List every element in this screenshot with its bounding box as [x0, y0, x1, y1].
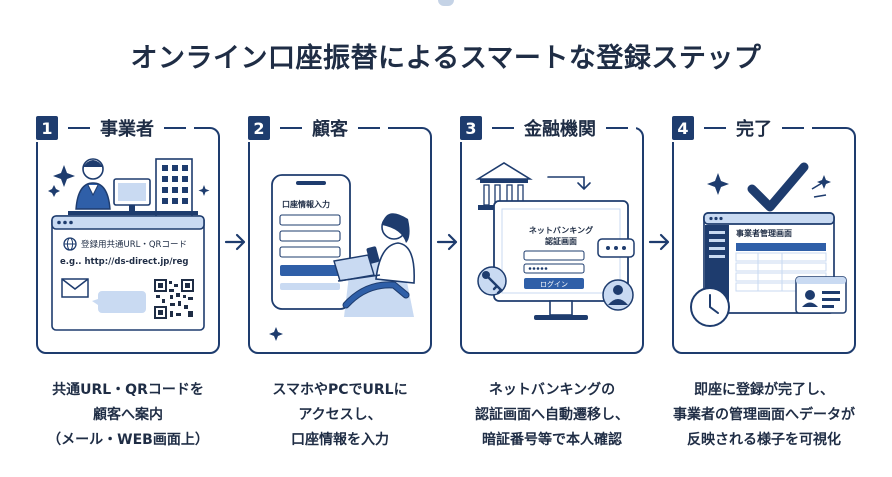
step-title: 事業者: [100, 119, 154, 140]
step-2-illustration: 口座情報入力: [269, 174, 415, 341]
mail-envelope-icon: [61, 278, 89, 298]
step-number-badge: 2: [248, 116, 270, 140]
top-decoration: [438, 0, 454, 6]
step-card-3: ネットバンキング 認証画面 ログイン: [460, 127, 644, 354]
redirect-arrow-icon: [547, 176, 591, 191]
password-dots-icon: [597, 238, 635, 258]
step-header-2: 2 顧客: [246, 114, 388, 142]
step-title: 顧客: [312, 119, 348, 140]
monitor-icon: [113, 178, 151, 211]
key-icon: [477, 266, 507, 296]
step-card-4: 事業者管理画面: [672, 127, 856, 354]
screen-label: 口座情報入力: [282, 199, 330, 209]
office-building-icon: [155, 158, 193, 218]
arrow-right-icon: [224, 233, 246, 251]
step-title: 金融機関: [524, 119, 596, 140]
step-description-2: スマホやPCでURLに アクセスし、 口座情報を入力: [272, 382, 408, 448]
qr-code-icon: [154, 279, 194, 319]
step-description-1: 共通URL・QRコードを 顧客へ案内 （メール・WEB画面上）: [47, 382, 209, 448]
login-button: [524, 278, 584, 289]
step-header-3: 3 金融機関: [458, 114, 636, 142]
sparkle-icon: [53, 165, 75, 187]
business-person-icon: [75, 158, 111, 210]
checkmark-icon: [747, 162, 809, 212]
arrow-right-icon: [436, 233, 458, 251]
page-title: オンライン口座振替によるスマートな登録ステップ: [130, 43, 762, 74]
step-number-badge: 1: [36, 116, 58, 140]
step-description-3: ネットバンキングの 認証画面へ自動遷移し、 暗証番号等で本人確認: [475, 382, 629, 448]
arrow-right-icon: [648, 233, 670, 251]
step-4-illustration: 事業者管理画面: [690, 162, 847, 327]
step-title: 完了: [736, 119, 772, 140]
example-url: e.g.. http://ds-direct.jp/reg: [60, 257, 188, 267]
sparkle-icon: [707, 173, 729, 195]
screen-label: 事業者管理画面: [736, 228, 792, 238]
step-header-1: 1 事業者: [34, 114, 194, 142]
step-1-illustration: 登録用共通URL・QRコード e.g.. http://ds-direct.jp…: [48, 158, 210, 331]
screen-label-line2: 認証画面: [545, 236, 577, 246]
message-bubble-icon: [92, 291, 146, 313]
monitor-icon: ネットバンキング 認証画面 ログイン: [493, 200, 629, 320]
step-card-1: 登録用共通URL・QRコード e.g.. http://ds-direct.jp…: [36, 127, 220, 354]
globe-icon: [63, 237, 77, 251]
clock-icon: [690, 287, 730, 327]
bank-building-icon: [475, 162, 533, 210]
laptop-icon: [333, 254, 381, 282]
login-button-label: ログイン: [540, 280, 568, 289]
sparkle-icon: [269, 327, 283, 341]
step-description-4: 即座に登録が完了し、 事業者の管理画面へデータが 反映される様子を可視化: [673, 382, 855, 448]
screen-label-line1: ネットバンキング: [529, 225, 593, 235]
step-number-badge: 3: [460, 116, 482, 140]
step-header-4: 4 完了: [670, 114, 812, 142]
smartphone-icon: 口座情報入力: [271, 174, 351, 310]
step-number-badge: 4: [672, 116, 694, 140]
screen-label: 登録用共通URL・QRコード: [81, 239, 187, 250]
step-3-illustration: ネットバンキング 認証画面 ログイン: [475, 162, 635, 320]
step-card-2: 口座情報入力: [248, 127, 432, 354]
user-avatar-icon: [602, 279, 634, 311]
profile-card-icon: [795, 276, 847, 314]
browser-window: 登録用共通URL・QRコード e.g.. http://ds-direct.jp…: [51, 215, 205, 331]
